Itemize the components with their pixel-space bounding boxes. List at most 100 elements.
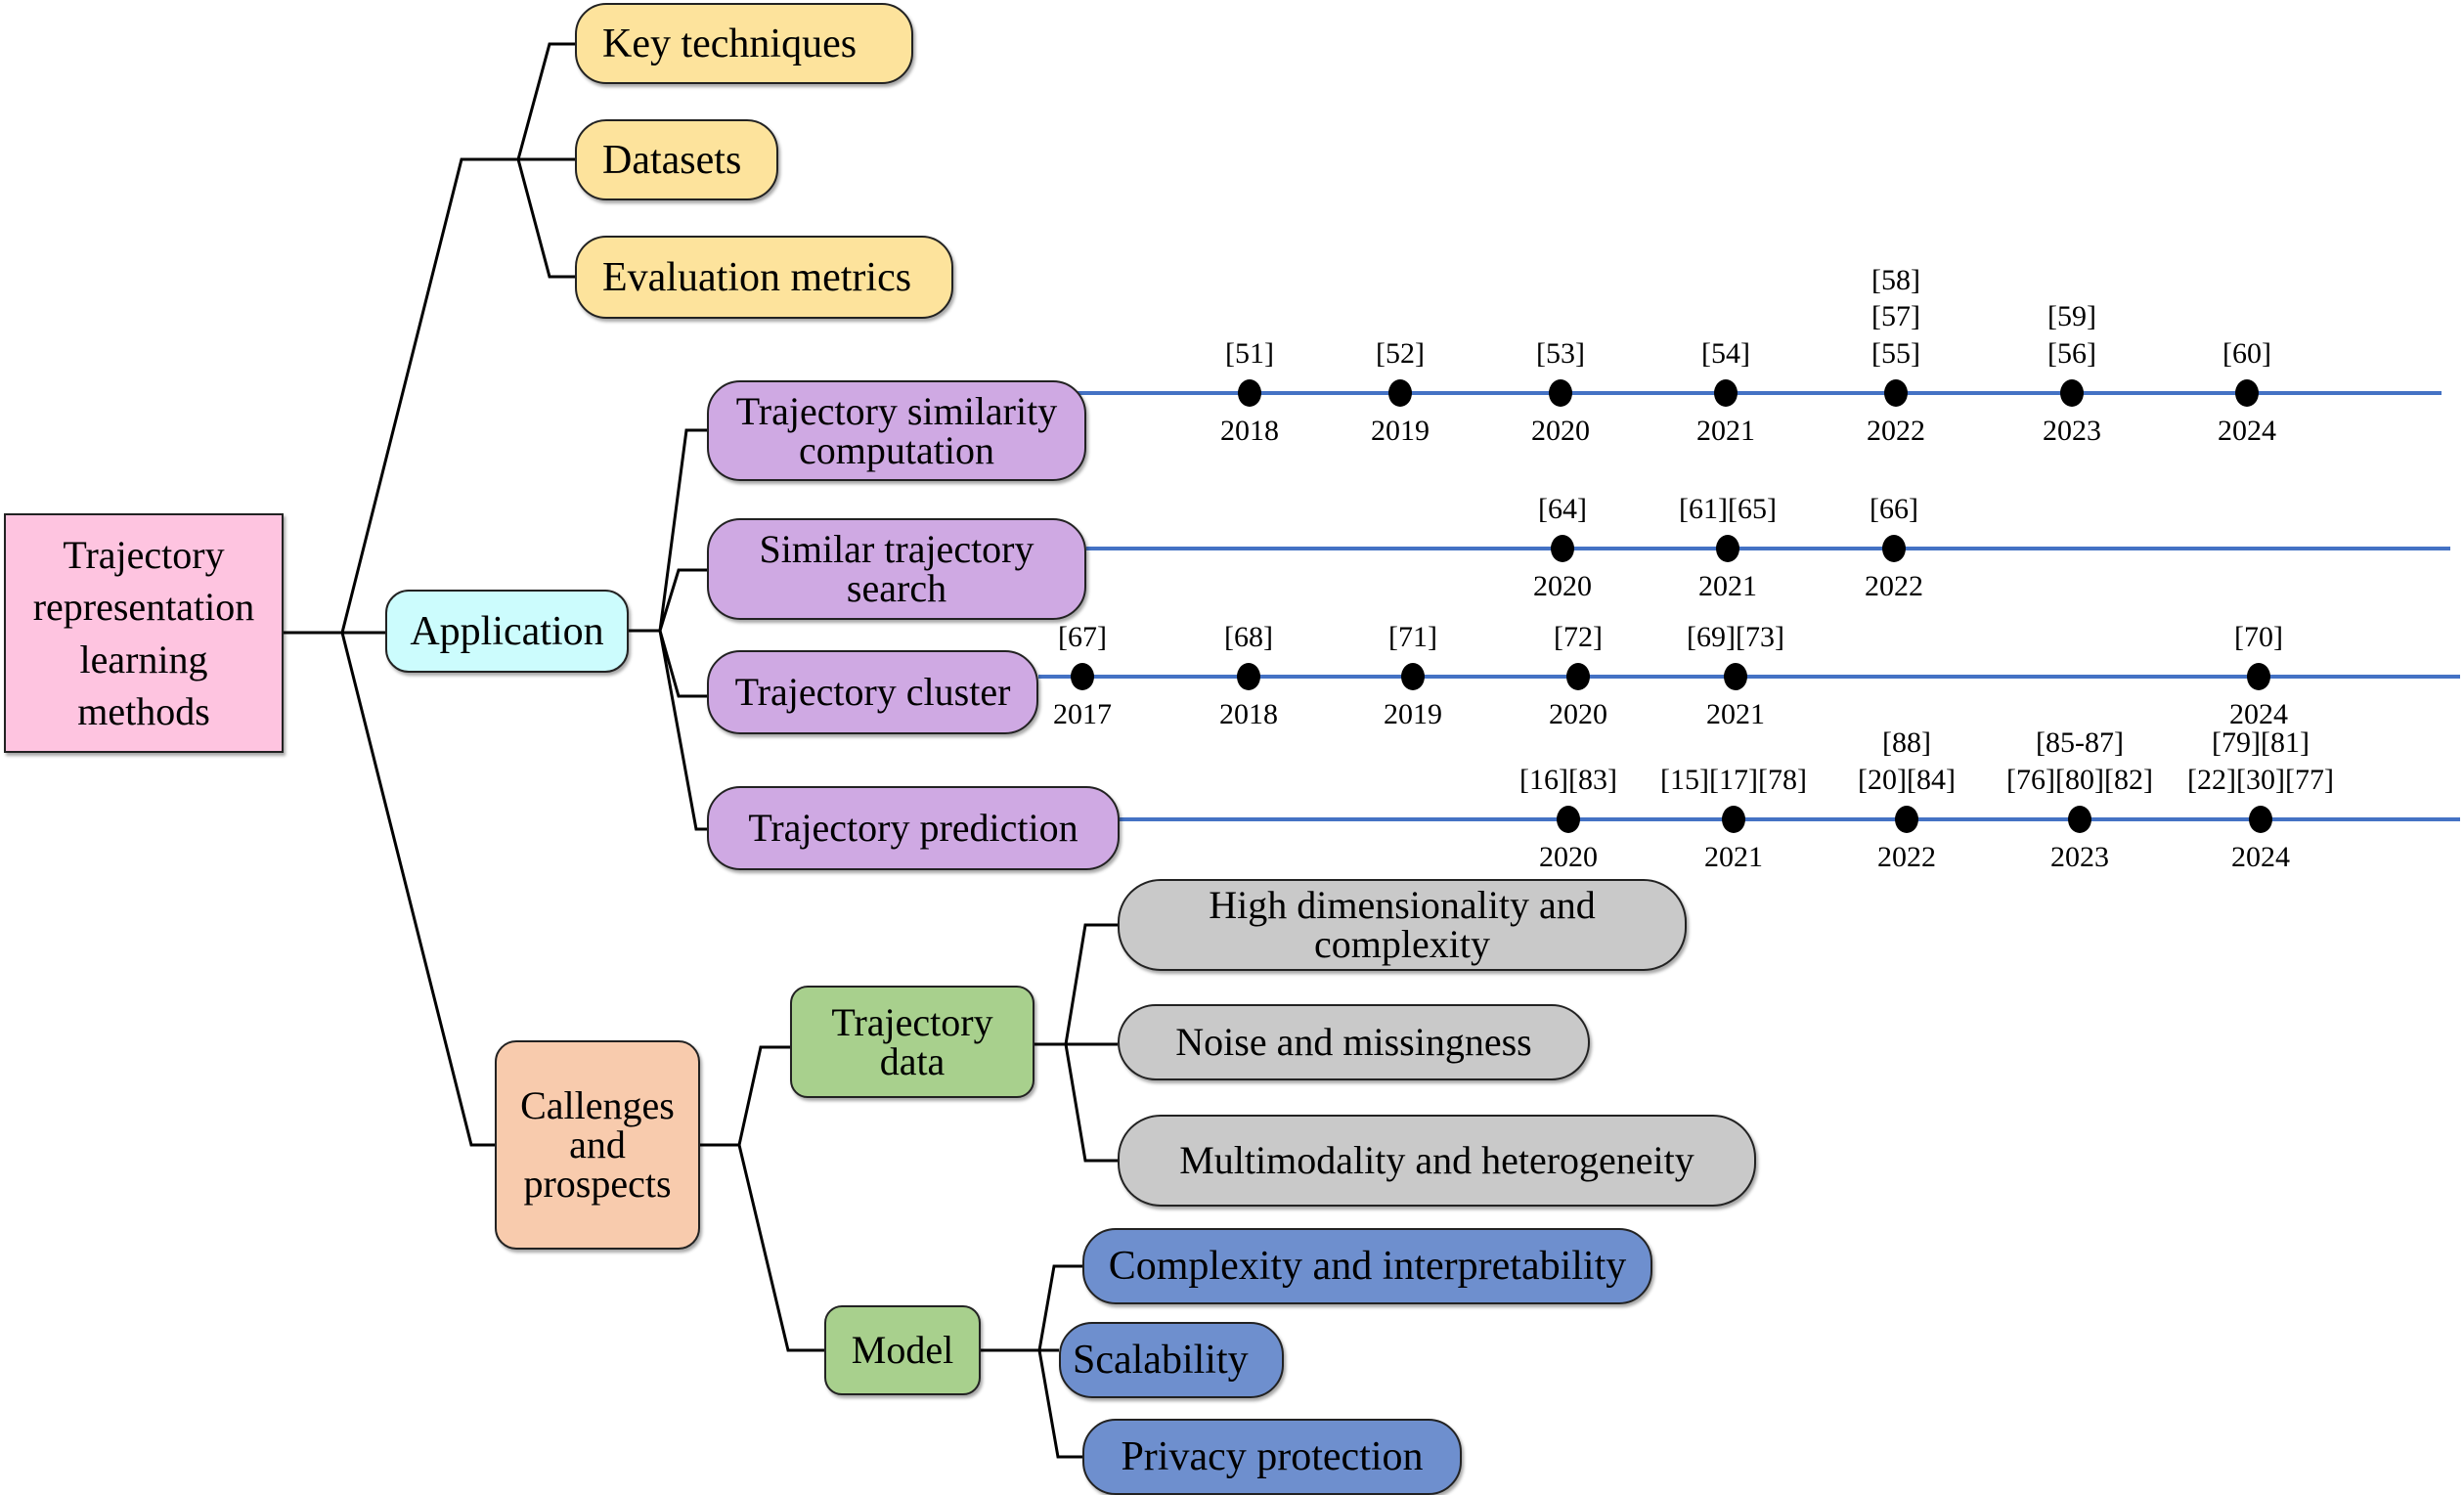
timeline-dot [1566,663,1590,690]
timeline-citations: [52] [1376,335,1425,373]
node-trajectory-similarity-computation[interactable]: Trajectory similarity computation [707,380,1086,481]
timeline-dot [1884,379,1908,407]
citation: [71] [1388,620,1437,653]
connector-data-multi [1064,1043,1118,1163]
connector-model-privacy [1037,1349,1082,1459]
node-high-dimensionality[interactable]: High dimensionality and complexity [1118,879,1687,971]
timeline-citations: [71] [1388,619,1437,656]
citation: [79][81] [2212,726,2310,759]
timeline-dot [1882,535,1906,562]
timeline-dot [2060,379,2084,407]
timeline-dot [1724,663,1747,690]
timeline-year: 2021 [1698,570,1757,602]
timeline-year: 2021 [1696,415,1755,447]
timeline-citations: [79][81] [22][30][77] [2187,725,2334,798]
node-label: Trajectory prediction [748,806,1078,850]
citation: [22][30][77] [2187,763,2334,796]
timeline-citations: [64] [1538,491,1587,528]
timeline-citations: [60] [2222,335,2271,373]
node-label: Noise and missingness [1175,1020,1532,1064]
connector-root-challenges [340,632,495,1147]
timeline-dot [1722,806,1745,833]
node-label: Application [410,608,604,654]
connector-app-task1 [658,568,707,632]
node-complexity-interpretability[interactable]: Complexity and interpretability [1082,1228,1652,1304]
node-label: Callenges and prospects [520,1083,675,1206]
connector-ch-model [737,1144,824,1352]
timeline-dot [1716,535,1739,562]
citation: [76][80][82] [2006,763,2153,796]
node-label: Complexity and interpretability [1108,1244,1627,1289]
timeline-year: 2020 [1533,570,1592,602]
node-noise-missingness[interactable]: Noise and missingness [1118,1004,1590,1080]
node-key-techniques[interactable]: Key techniques [575,3,913,84]
citation: [51] [1225,336,1274,370]
node-label: Datasets [602,137,742,183]
node-label: High dimensionality and complexity [1209,883,1596,966]
timeline-citations: [70] [2234,619,2283,656]
citation: [52] [1376,336,1425,370]
node-trajectory-prediction[interactable]: Trajectory prediction [707,786,1120,870]
node-label: Scalability [1073,1338,1249,1383]
node-trajectory-data[interactable]: Trajectory data [790,986,1034,1098]
citation: [57] [1871,300,1920,332]
node-scalability[interactable]: Scalability [1059,1322,1284,1398]
timeline-dot [1237,663,1260,690]
timeline-citations: [58][57][55] [1871,262,1920,373]
citation: [53] [1536,336,1585,370]
timeline-year: 2020 [1539,841,1598,873]
timeline-citations: [51] [1225,335,1274,373]
timeline-citations: [72] [1554,619,1603,656]
timeline-year: 2023 [2050,841,2109,873]
timeline-citations: [54] [1701,335,1750,373]
timeline-year: 2019 [1384,698,1442,730]
timeline-dot [1549,379,1572,407]
timeline-dot [1238,379,1261,407]
citation: [85-87] [2036,726,2124,759]
node-privacy-protection[interactable]: Privacy protection [1082,1419,1462,1495]
citation: [69][73] [1687,620,1784,653]
root-node[interactable]: Trajectory representation learning metho… [4,513,284,753]
timeline-dot [2235,379,2259,407]
timeline-year: 2022 [1877,841,1936,873]
citation: [88] [1882,726,1931,759]
timeline-citations: [88][20][84] [1858,725,1956,798]
connector-overview-eval [516,158,575,279]
node-application[interactable]: Application [385,590,629,673]
timeline-citations: [67] [1058,619,1107,656]
node-label: Evaluation metrics [602,254,912,300]
citation: [56] [2047,336,2096,370]
citation: [66] [1870,492,1918,525]
timeline-citations: [68] [1224,619,1273,656]
citation: [60] [2222,336,2271,370]
citation: [70] [2234,620,2283,653]
node-multimodality-heterogeneity[interactable]: Multimodality and heterogeneity [1118,1115,1756,1207]
connector-overview-key [516,42,575,160]
node-trajectory-cluster[interactable]: Trajectory cluster [707,650,1038,734]
node-challenges-and-prospects[interactable]: Callenges and prospects [495,1040,700,1250]
timeline-year: 2022 [1865,570,1923,602]
citation: [68] [1224,620,1273,653]
citation: [64] [1538,492,1587,525]
timeline-citations: [66] [1870,491,1918,528]
node-label: Key techniques [602,21,858,66]
node-evaluation-metrics[interactable]: Evaluation metrics [575,236,953,319]
citation: [16][83] [1519,763,1617,796]
node-label: Model [851,1328,954,1372]
timeline-year: 2024 [2218,415,2276,447]
timeline-dot [2249,806,2272,833]
node-datasets[interactable]: Datasets [575,119,778,200]
timeline-dot [1401,663,1425,690]
node-model[interactable]: Model [824,1305,981,1395]
timeline-dot [1388,379,1412,407]
root-label: Trajectory representation learning metho… [32,533,255,733]
citation: [59] [2047,300,2096,332]
timeline-year: 2021 [1706,698,1765,730]
node-label: Trajectory cluster [734,670,1011,714]
node-similar-trajectory-search[interactable]: Similar trajectory search [707,518,1086,620]
timeline-year: 2018 [1219,698,1278,730]
connector-model-complex [1037,1264,1082,1351]
node-label: Privacy protection [1121,1434,1424,1479]
node-label: Trajectory data [831,999,993,1083]
